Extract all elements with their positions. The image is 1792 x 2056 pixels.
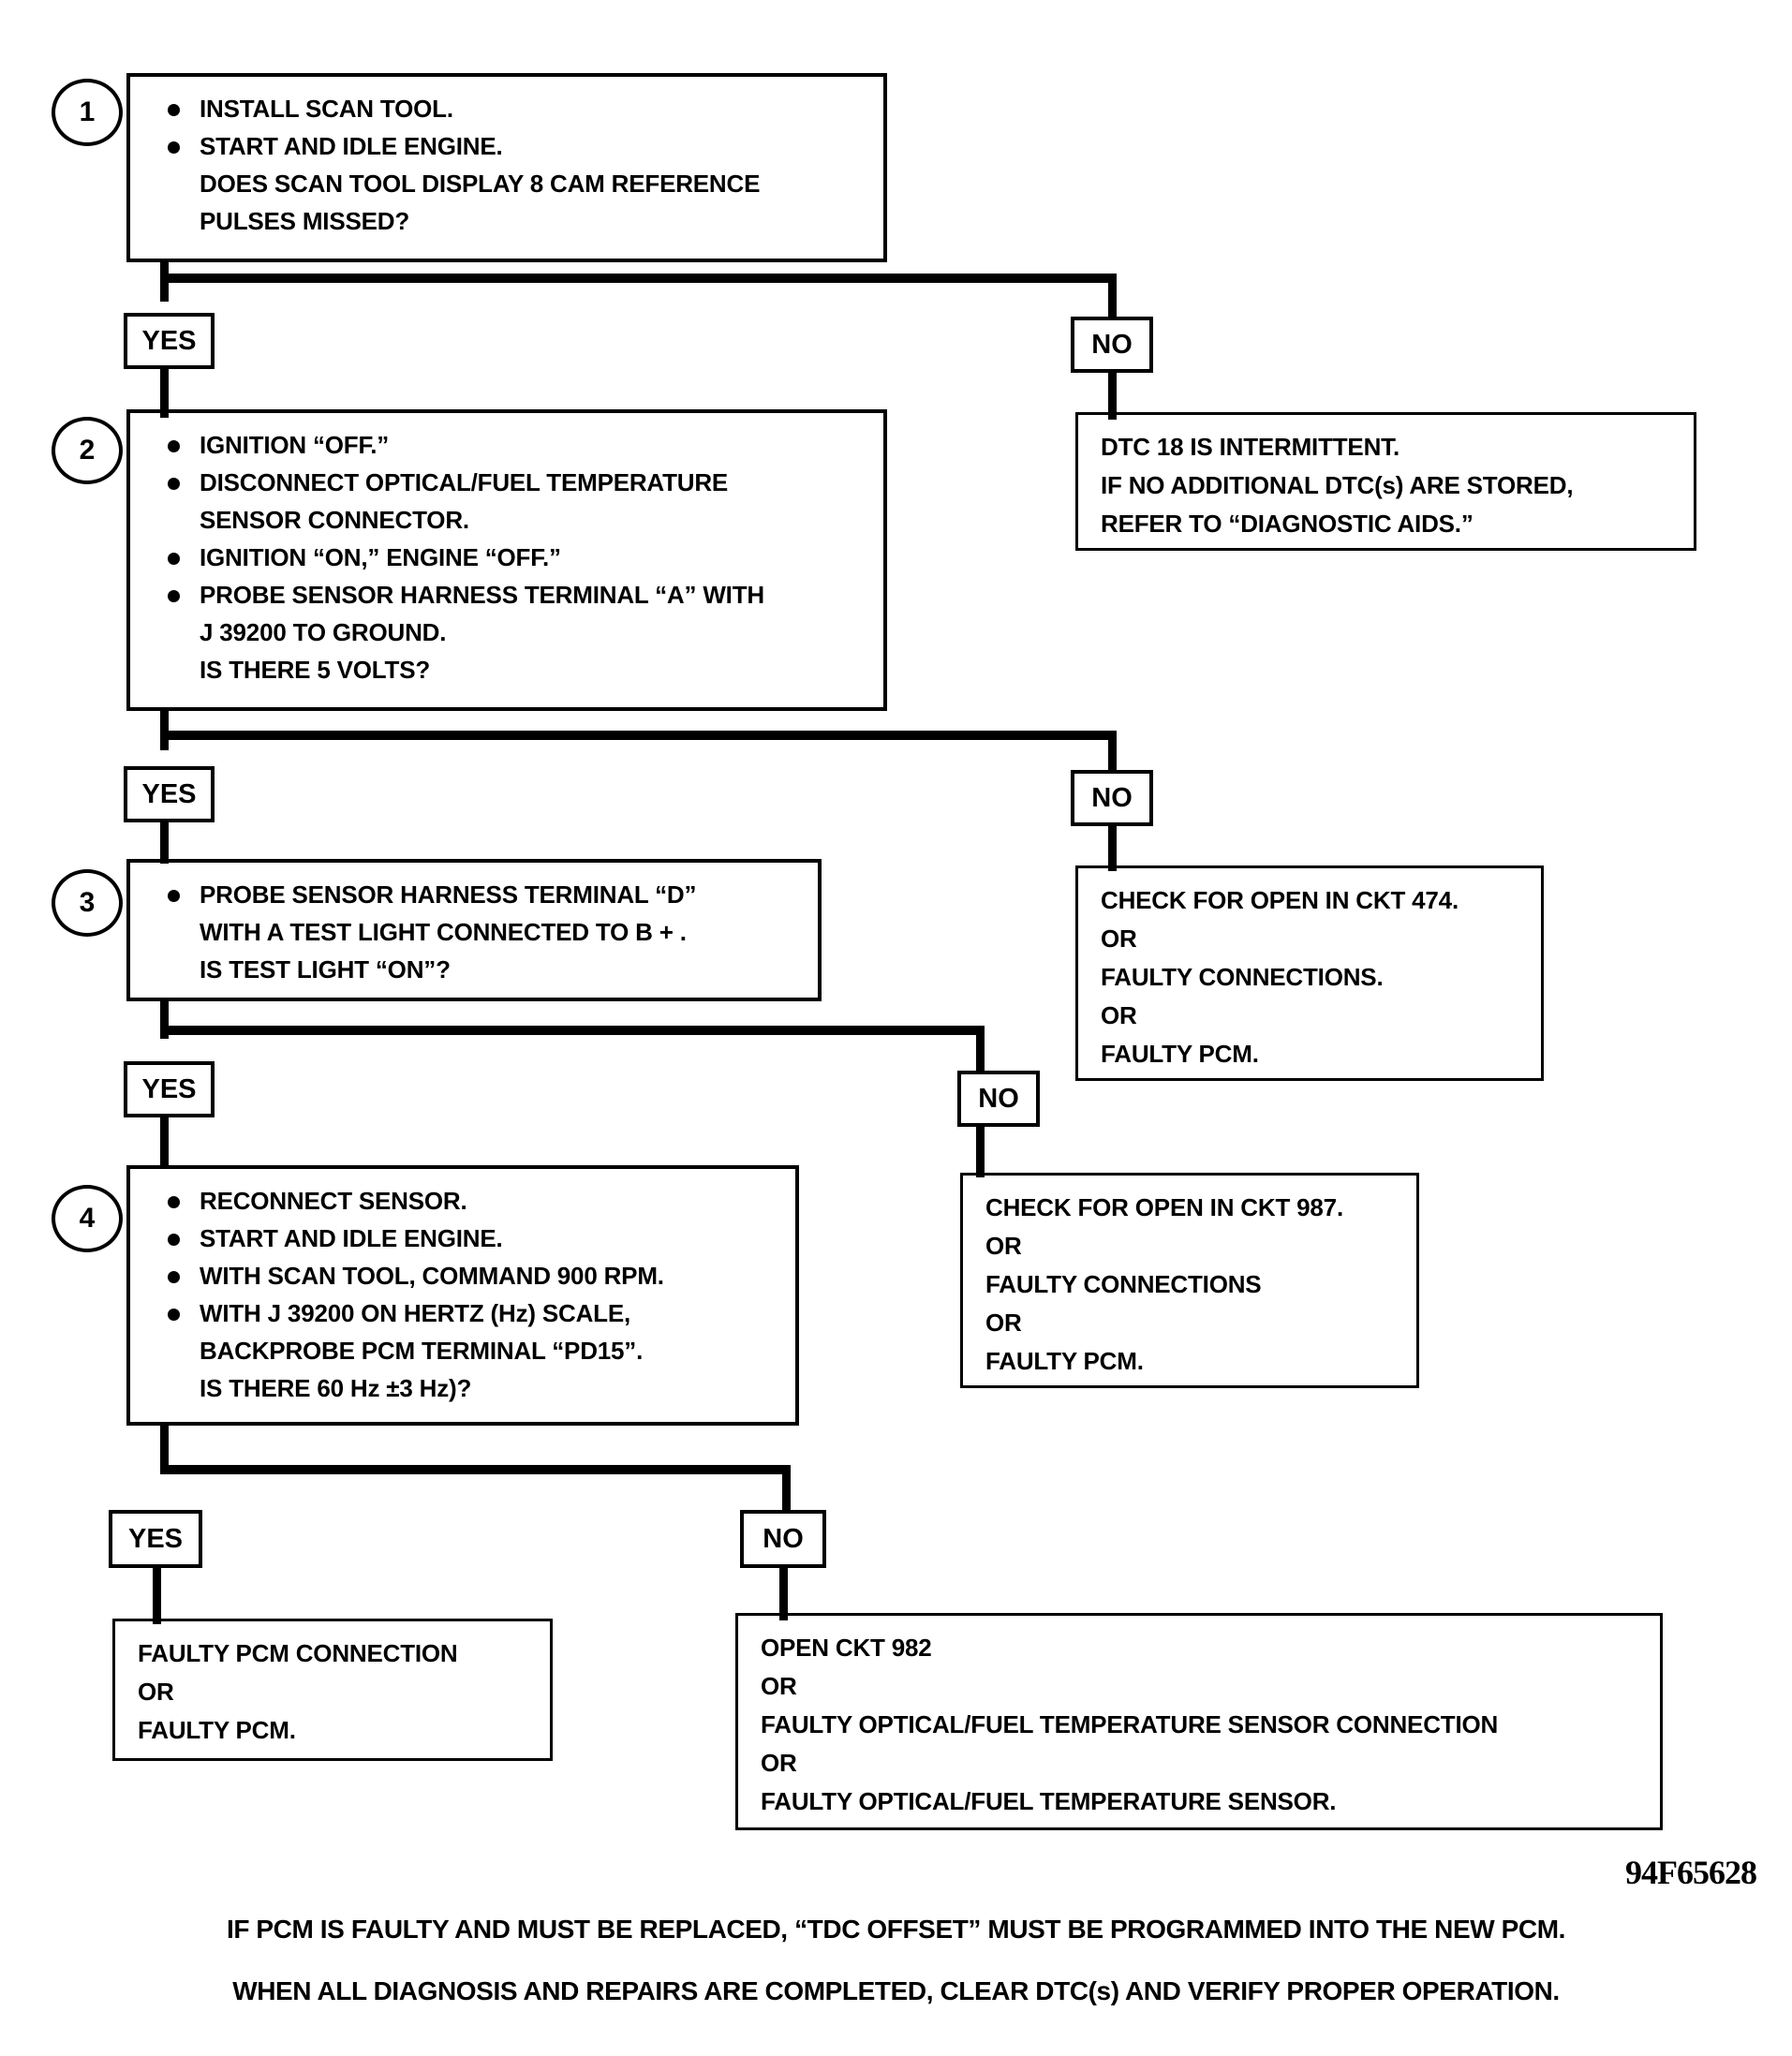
connector-step2-across (160, 731, 1117, 740)
connector-yes2-to-step3 (160, 819, 169, 864)
result-dtc-intermittent-box: DTC 18 IS INTERMITTENT. IF NO ADDITIONAL… (1075, 412, 1696, 551)
result-open-ckt-982-box: OPEN CKT 982 OR FAULTY OPTICAL/FUEL TEMP… (735, 1613, 1663, 1830)
connector-no4-to-result (779, 1564, 788, 1620)
branch-yes-1: YES (124, 313, 215, 369)
result-open-ckt-982-line-4: OR (761, 1749, 797, 1777)
step-4-line-5: BACKPROBE PCM TERMINAL “PD15”. (200, 1337, 644, 1365)
footer-note-line-2: WHEN ALL DIAGNOSIS AND REPAIRS ARE COMPL… (232, 1976, 1560, 2005)
branch-no-2-label: NO (1091, 782, 1133, 813)
step-3-line-2: WITH A TEST LIGHT CONNECTED TO B + . (200, 918, 687, 946)
branch-no-1-label: NO (1091, 329, 1133, 360)
step-4-line-6: IS THERE 60 Hz ±3 Hz)? (200, 1374, 472, 1402)
step-2-line-5: PROBE SENSOR HARNESS TERMINAL “A” WITH (147, 576, 868, 614)
branch-yes-4-label: YES (127, 1523, 184, 1554)
step-2-line-1: IGNITION “OFF.” (147, 426, 868, 464)
result-ckt-474-line-3: FAULTY CONNECTIONS. (1101, 963, 1384, 991)
connector-no1-to-result (1108, 369, 1117, 420)
result-ckt-987-line-2: OR (985, 1232, 1022, 1260)
result-faulty-pcm-connection-line-2: OR (138, 1678, 174, 1706)
step-number-1-label: 1 (79, 96, 96, 127)
connector-no3-to-result (976, 1123, 985, 1177)
result-dtc-intermittent-line-2: IF NO ADDITIONAL DTC(s) ARE STORED, (1101, 471, 1574, 499)
result-faulty-pcm-connection-line-1: FAULTY PCM CONNECTION (138, 1639, 458, 1667)
connector-yes1-to-step2 (160, 365, 169, 418)
connector-yes4-to-result (153, 1564, 161, 1624)
step-1-line-4: PULSES MISSED? (200, 207, 410, 235)
connector-no2-to-result (1108, 822, 1117, 871)
branch-no-3: NO (957, 1071, 1040, 1127)
connector-step1-no-down (1108, 274, 1117, 320)
reference-number: 94F65628 (1625, 1854, 1757, 1891)
result-ckt-987-line-1: CHECK FOR OPEN IN CKT 987. (985, 1193, 1343, 1221)
result-ckt-474-line-5: FAULTY PCM. (1101, 1040, 1259, 1068)
step-number-4: 4 (52, 1185, 123, 1252)
result-faulty-pcm-connection-line-3: FAULTY PCM. (138, 1716, 296, 1744)
branch-no-3-label: NO (978, 1083, 1019, 1114)
result-open-ckt-982-line-1: OPEN CKT 982 (761, 1634, 932, 1662)
footer-note-line-1: IF PCM IS FAULTY AND MUST BE REPLACED, “… (226, 1915, 1566, 1944)
branch-yes-4: YES (109, 1510, 202, 1568)
result-ckt-474-line-4: OR (1101, 1001, 1137, 1029)
result-faulty-pcm-connection-box: FAULTY PCM CONNECTION OR FAULTY PCM. (112, 1619, 553, 1761)
step-1-line-3: DOES SCAN TOOL DISPLAY 8 CAM REFERENCE (200, 170, 761, 198)
result-open-ckt-982-line-3: FAULTY OPTICAL/FUEL TEMPERATURE SENSOR C… (761, 1710, 1499, 1738)
result-ckt-474-line-1: CHECK FOR OPEN IN CKT 474. (1101, 886, 1459, 914)
step-number-3-label: 3 (79, 887, 96, 918)
step-number-2-label: 2 (79, 435, 96, 466)
connector-step1-across (160, 274, 1117, 283)
step-2-line-7: IS THERE 5 VOLTS? (200, 656, 431, 684)
branch-yes-3: YES (124, 1061, 215, 1117)
connector-step3-no-down (976, 1026, 985, 1071)
step-4-line-2: START AND IDLE ENGINE. (147, 1220, 780, 1257)
step-1-line-2: START AND IDLE ENGINE. (147, 127, 868, 165)
result-open-ckt-982-line-2: OR (761, 1672, 797, 1700)
step-4-box: RECONNECT SENSOR. START AND IDLE ENGINE.… (126, 1165, 799, 1426)
result-ckt-987-line-3: FAULTY CONNECTIONS (985, 1270, 1262, 1298)
connector-step4-no-down (782, 1465, 791, 1512)
step-2-line-3: SENSOR CONNECTOR. (200, 506, 469, 534)
connector-step3-across (160, 1026, 985, 1035)
connector-step4-down (160, 1426, 169, 1465)
step-4-line-3: WITH SCAN TOOL, COMMAND 900 RPM. (147, 1257, 780, 1294)
connector-step2-no-down (1108, 731, 1117, 776)
step-3-line-3: IS TEST LIGHT “ON”? (200, 955, 451, 984)
step-number-4-label: 4 (79, 1203, 96, 1234)
branch-no-1: NO (1071, 317, 1153, 373)
connector-step4-across (160, 1465, 791, 1474)
step-number-1: 1 (52, 79, 123, 146)
result-dtc-intermittent-line-1: DTC 18 IS INTERMITTENT. (1101, 433, 1400, 461)
branch-no-4: NO (740, 1510, 826, 1568)
step-4-line-4: WITH J 39200 ON HERTZ (Hz) SCALE, (147, 1294, 780, 1332)
result-dtc-intermittent-line-3: REFER TO “DIAGNOSTIC AIDS.” (1101, 510, 1474, 538)
step-number-2: 2 (52, 417, 123, 484)
result-ckt-987-line-4: OR (985, 1309, 1022, 1337)
step-2-line-6: J 39200 TO GROUND. (200, 618, 447, 646)
step-3-box: PROBE SENSOR HARNESS TERMINAL “D” WITH A… (126, 859, 822, 1001)
result-open-ckt-982-line-5: FAULTY OPTICAL/FUEL TEMPERATURE SENSOR. (761, 1787, 1337, 1815)
step-4-line-1: RECONNECT SENSOR. (147, 1182, 780, 1220)
result-ckt-474-box: CHECK FOR OPEN IN CKT 474. OR FAULTY CON… (1075, 865, 1544, 1081)
result-ckt-474-line-2: OR (1101, 924, 1137, 953)
branch-no-2: NO (1071, 770, 1153, 826)
branch-no-4-label: NO (763, 1523, 804, 1554)
step-2-line-2: DISCONNECT OPTICAL/FUEL TEMPERATURE (147, 464, 868, 501)
step-1-line-1: INSTALL SCAN TOOL. (147, 90, 868, 127)
branch-yes-3-label: YES (141, 1073, 197, 1104)
step-2-box: IGNITION “OFF.” DISCONNECT OPTICAL/FUEL … (126, 409, 887, 711)
connector-step3-down (160, 1001, 169, 1039)
step-number-3: 3 (52, 869, 123, 937)
result-ckt-987-box: CHECK FOR OPEN IN CKT 987. OR FAULTY CON… (960, 1173, 1419, 1388)
result-ckt-987-line-5: FAULTY PCM. (985, 1347, 1144, 1375)
connector-yes3-to-step4 (160, 1114, 169, 1166)
step-2-line-4: IGNITION “ON,” ENGINE “OFF.” (147, 539, 868, 576)
branch-yes-1-label: YES (141, 325, 197, 356)
step-1-box: INSTALL SCAN TOOL. START AND IDLE ENGINE… (126, 73, 887, 262)
step-3-line-1: PROBE SENSOR HARNESS TERMINAL “D” (147, 876, 803, 913)
branch-yes-2: YES (124, 766, 215, 822)
branch-yes-2-label: YES (141, 778, 197, 809)
